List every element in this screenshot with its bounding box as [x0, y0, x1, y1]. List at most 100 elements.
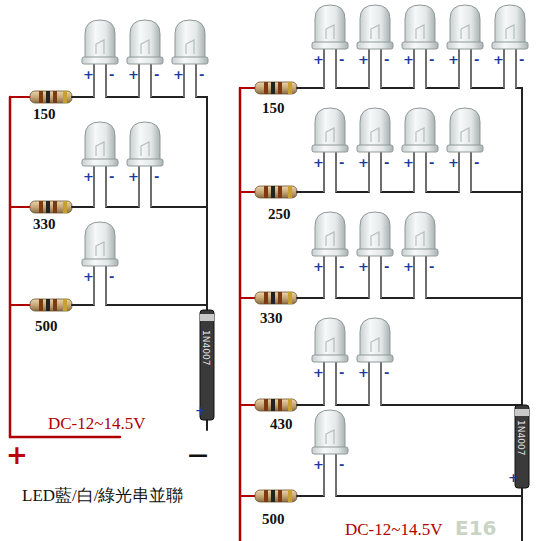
negative-terminal: — [188, 442, 208, 466]
supply-positive-rail [9, 97, 12, 437]
resistor-band [271, 186, 275, 198]
polarity-mark: + [83, 169, 94, 184]
led-lead [105, 266, 107, 305]
led-die [416, 25, 424, 39]
led-die [506, 25, 514, 39]
caption: LED藍/白/綠光串並聯 [22, 484, 184, 507]
led-body [315, 108, 345, 146]
led-rim [357, 145, 393, 152]
resistor-band [63, 201, 67, 213]
wire [72, 206, 94, 208]
polarity-mark: - [519, 52, 524, 67]
resistor-band [278, 399, 282, 411]
polarity-mark: - [384, 259, 389, 274]
polarity-mark: + [403, 259, 414, 274]
resistor-band [39, 201, 43, 213]
led-die [326, 128, 334, 142]
resistor-band [271, 82, 275, 94]
polarity-mark: + [128, 169, 139, 184]
led-rim [312, 249, 348, 256]
led-lead [150, 166, 152, 207]
led-lead [425, 49, 427, 88]
led-die [141, 40, 149, 54]
led [402, 212, 438, 298]
wire [381, 191, 414, 193]
wire [381, 404, 522, 406]
polarity-mark: - [429, 155, 434, 170]
resistor-symbol [30, 299, 72, 311]
polarity-mark: + [313, 52, 324, 67]
resistor-band [39, 299, 43, 311]
led-lead [335, 362, 337, 405]
led-die [371, 128, 379, 142]
led-lead [105, 64, 107, 97]
resistor-symbol [30, 201, 72, 213]
supply-wire [240, 404, 255, 406]
resistor-body [255, 490, 297, 502]
watermark: E16 [455, 516, 497, 540]
led-body [85, 222, 115, 260]
return-wire [206, 420, 208, 430]
supply-positive-rail [239, 88, 242, 541]
led-die [186, 40, 194, 54]
wire [151, 96, 184, 98]
polarity-mark: - [109, 269, 114, 284]
polarity-mark: + [403, 155, 414, 170]
resistor-symbol [255, 186, 297, 198]
led-body [315, 5, 345, 43]
resistor-body [30, 91, 72, 103]
diode-part-number: 1N4007 [516, 420, 526, 455]
led-die [96, 142, 104, 156]
led-die [461, 25, 469, 39]
polarity-mark: - [429, 52, 434, 67]
resistor-body [30, 201, 72, 213]
resistor-body [255, 292, 297, 304]
led-body [360, 318, 390, 356]
led-lead [470, 49, 472, 88]
led-body [315, 410, 345, 448]
led-lead [425, 256, 427, 298]
positive-terminal: + [6, 440, 28, 470]
led [172, 20, 208, 97]
led-rim [357, 42, 393, 49]
led-rim [127, 159, 163, 166]
led-die [371, 338, 379, 352]
led [447, 5, 483, 88]
led-lead [380, 49, 382, 88]
resistor-value: 330 [33, 216, 56, 233]
led-rim [172, 57, 208, 64]
supply-wire [10, 436, 120, 439]
wire [381, 297, 414, 299]
polarity-mark: + [448, 155, 459, 170]
led-lead [470, 152, 472, 192]
led-lead [335, 152, 337, 192]
led-lead [335, 49, 337, 88]
polarity-mark: + [83, 269, 94, 284]
led-rim [447, 42, 483, 49]
led-body [450, 108, 480, 146]
return-wire [521, 88, 523, 405]
led-lead [380, 152, 382, 192]
resistor-symbol [255, 292, 297, 304]
led [312, 108, 348, 192]
resistor-band [278, 186, 282, 198]
resistor-body [255, 399, 297, 411]
led-rim [312, 42, 348, 49]
resistor-band [278, 82, 282, 94]
led [492, 5, 528, 88]
resistor-band [271, 292, 275, 304]
resistor-symbol [255, 490, 297, 502]
polarity-mark: + [358, 155, 369, 170]
polarity-mark: + [313, 155, 324, 170]
supply-wire [240, 87, 255, 89]
resistor-band [264, 490, 268, 502]
polarity-mark: - [339, 155, 344, 170]
led-body [315, 212, 345, 250]
resistor-band [264, 399, 268, 411]
resistor-symbol [255, 82, 297, 94]
resistor-band [288, 399, 292, 411]
supply-wire [10, 206, 30, 208]
led [312, 5, 348, 88]
led-rim [402, 249, 438, 256]
led-rim [312, 447, 348, 454]
